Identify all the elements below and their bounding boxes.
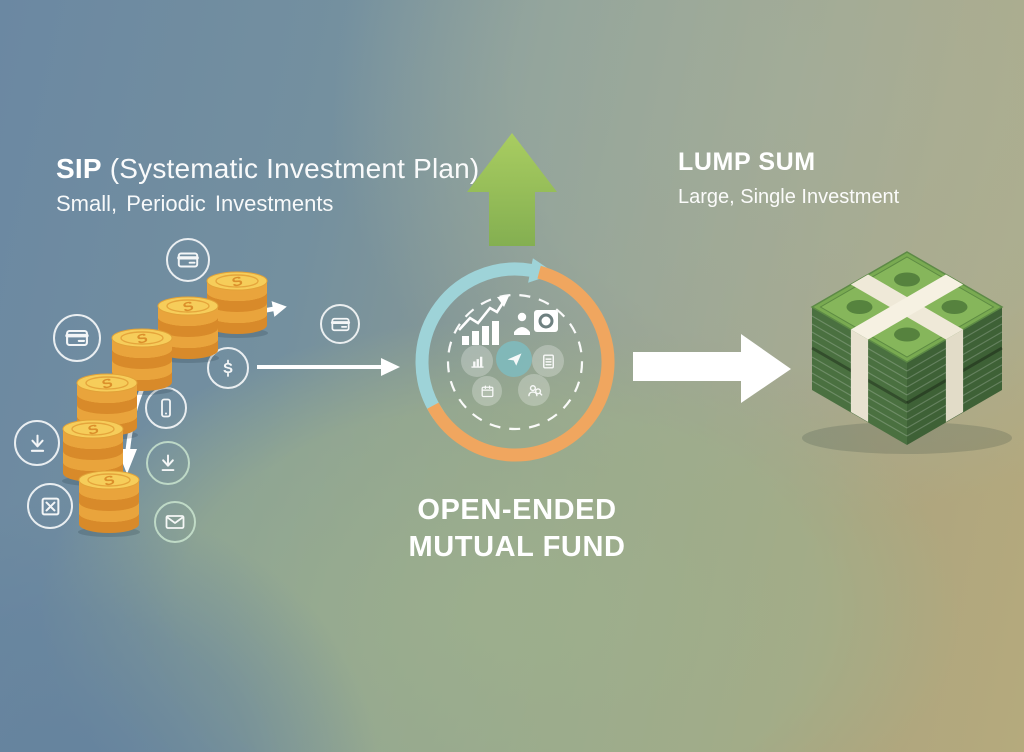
svg-text:S: S [223,360,233,377]
sip-subtitle: Small, Periodic Investments [56,191,334,216]
user-search-icon [518,374,550,406]
money-straps [850,274,964,422]
investor-card-icon [514,310,558,335]
background-blob-topright [330,0,1024,520]
svg-text:S: S [181,299,195,315]
ring-arrowhead [528,258,556,283]
coin-stack: S [76,465,142,542]
svg-text:S: S [86,422,100,438]
sip-inflow-arrow [257,358,400,376]
coin-stack: S [204,266,270,343]
credit-card-icon [53,314,101,362]
lumpsum-heading-block: LUMP SUM Large, Single Investment [678,148,899,209]
trend-chart-icon [458,296,509,345]
lumpsum-arrow [633,334,791,403]
paper-plane-icon [496,341,532,377]
mail-icon [154,501,196,543]
fund-label-line2: MUTUAL FUND [408,531,626,563]
credit-card-icon [166,238,210,282]
download-icon [14,420,60,466]
bar-chart-icon [461,345,493,377]
coin-stack: S [109,323,175,400]
fund-label: OPEN-ENDED MUTUAL FUND [337,492,697,566]
money-bundle [802,251,1012,454]
svg-text:S: S [102,473,116,489]
calendar-icon [472,376,502,406]
sip-title-bold: SIP [56,153,102,184]
growth-up-arrow [467,133,557,246]
mail-x-icon [27,483,73,529]
sip-title-rest: (Systematic Investment Plan) [101,153,480,184]
background-blob-bottomleft [0,500,380,752]
coin-stack: S [155,291,221,368]
svg-text:S: S [230,274,244,290]
phone-icon [145,387,187,429]
fund-label-line1: OPEN-ENDED [417,494,617,526]
svg-text:S: S [135,331,149,347]
sip-title: SIP (Systematic Investment Plan) [56,153,479,185]
download-icon [146,441,190,485]
credit-card-icon [320,304,360,344]
sip-heading-block: SIP (Systematic Investment Plan) Small, … [56,153,479,217]
coin-stack: S [60,414,126,491]
dollar-icon: S [207,347,249,389]
lumpsum-title: LUMP SUM [678,148,816,176]
doc-list-icon [532,345,564,377]
svg-text:S: S [100,376,114,392]
lumpsum-subtitle: Large, Single Investment [678,186,900,208]
